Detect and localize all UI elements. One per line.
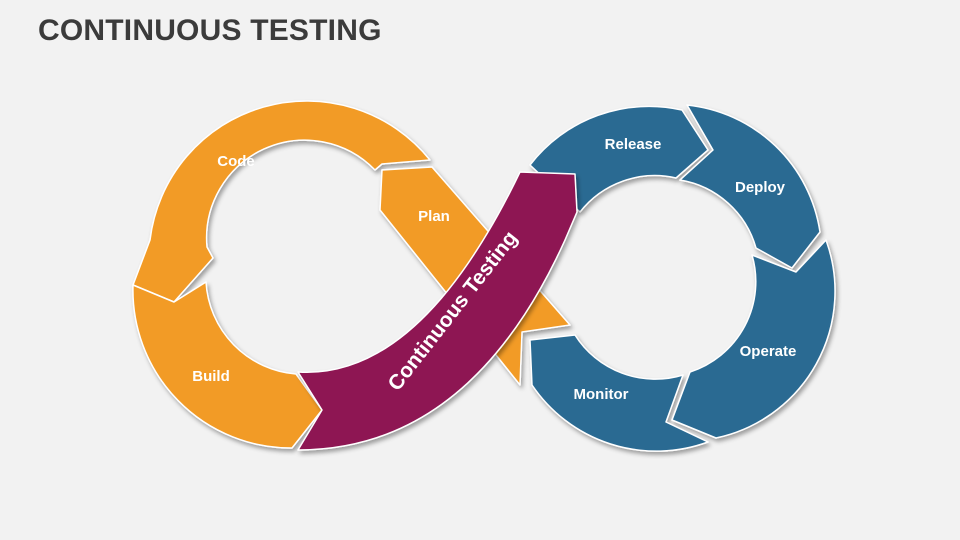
- build-label: Build: [192, 368, 230, 385]
- slide-title: CONTINUOUS TESTING: [38, 14, 382, 47]
- code-label: Code: [217, 153, 255, 170]
- operate-segment: [671, 239, 836, 439]
- monitor-segment: [529, 334, 709, 452]
- deploy-label: Deploy: [735, 179, 786, 196]
- operate-label: Operate: [740, 343, 797, 360]
- code-segment: [132, 100, 431, 303]
- band-shape: [297, 171, 578, 451]
- plan-label: Plan: [418, 208, 450, 225]
- build-segment: [132, 281, 323, 449]
- deploy-segment: [679, 104, 821, 269]
- release-label: Release: [605, 136, 662, 153]
- continuous-testing-band: [297, 171, 578, 451]
- monitor-label: Monitor: [574, 386, 629, 403]
